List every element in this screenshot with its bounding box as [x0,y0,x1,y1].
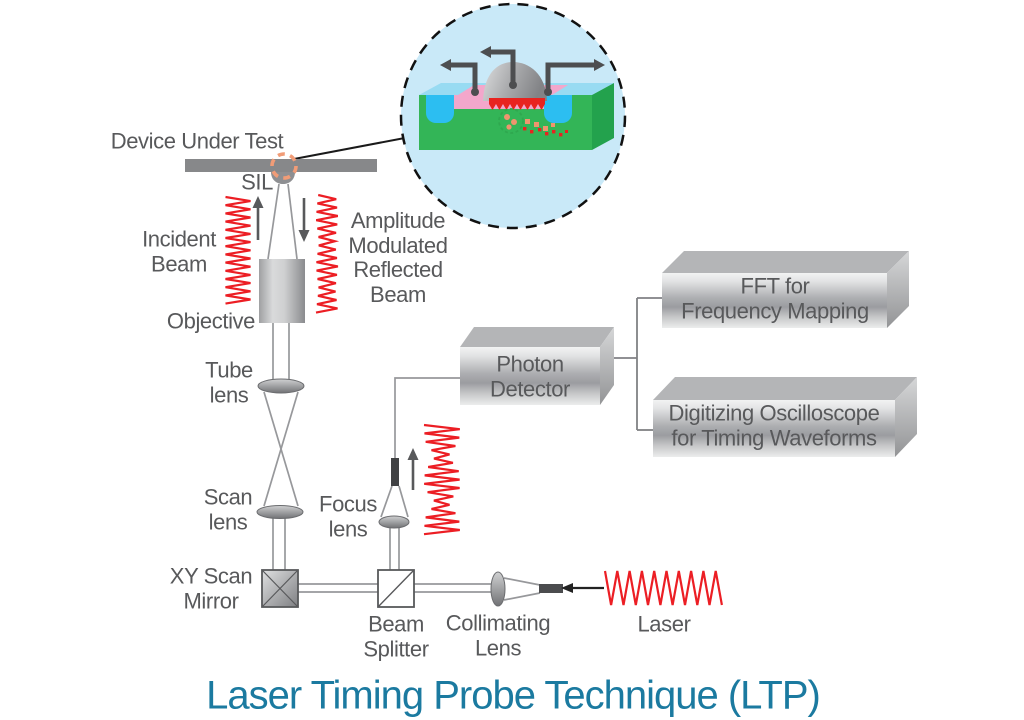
carrier-dots-red [523,127,568,137]
pinhole-fiber [391,458,399,486]
inset-callout-line [293,136,411,160]
transistor-cross-section [419,46,614,150]
oscilloscope-box [653,377,917,457]
carrier-dots-orange [504,114,555,131]
xy-scan-mirror-shape [261,569,299,608]
tube-lens-label: Tube lens [205,357,253,407]
incident-beam-waveform [225,195,251,305]
focus-lens-label: Focus lens [319,491,377,541]
device-under-test-label: Device Under Test [110,128,284,154]
signal-connector-lines [613,297,662,431]
beam-splitter-label: Beam Splitter [363,611,429,661]
fft-label: FFT for Frequency Mapping [681,273,869,323]
chip-side-face [592,83,614,150]
laser-label: Laser [637,611,691,637]
collimating-lens-label: Collimating Lens [445,610,551,660]
reflected-beam-waveform [315,193,340,314]
incident-up-arrowhead [252,196,264,208]
objective-label: Objective [166,308,256,334]
scan-lens-shape [256,505,304,519]
modulated-signal-waveform [423,423,460,536]
xy-scan-mirror-label: XY Scan Mirror [169,563,253,613]
laser-source-waveform [603,570,723,606]
photon-detector-box [460,327,614,405]
beam-direction-arrows [252,196,419,490]
photon-detector-label: Photon Detector [490,351,570,401]
signal-up-arrowhead [407,448,419,460]
laser-waveforms [225,193,723,606]
laser-hotspot [489,98,545,110]
reflected-down-arrowhead [298,230,310,242]
amplitude-modulated-reflected-beam-label: Amplitude Modulated Reflected Beam [348,207,448,307]
diagram-title: Laser Timing Probe Technique (LTP) [206,673,821,718]
laser-fiber-tip [539,584,563,593]
collimating-lens-shape [490,571,506,607]
laser-arrow [561,583,604,593]
sil-highlight-circle [270,152,298,180]
sil-label: SIL [241,169,273,195]
current-arrowheads [440,46,605,96]
beam-path-lines [263,183,541,601]
carrier-cloud-circle [498,108,524,134]
right-well [544,95,572,123]
focus-lens-shape [378,515,410,529]
device-under-test-bar [185,159,377,172]
fft-box [662,251,909,328]
scan-lens-label: Scan lens [203,484,253,534]
incident-beam-label: Incident Beam [142,226,216,276]
current-arrows [449,49,596,92]
left-well [426,95,454,123]
beam-splitter-shape [377,569,415,608]
objective-cylinder [259,259,305,323]
oscilloscope-label: Digitizing Oscilloscope for Timing Wavef… [668,400,880,450]
device-inset-circle [399,2,627,230]
tube-lens-shape [257,378,305,394]
